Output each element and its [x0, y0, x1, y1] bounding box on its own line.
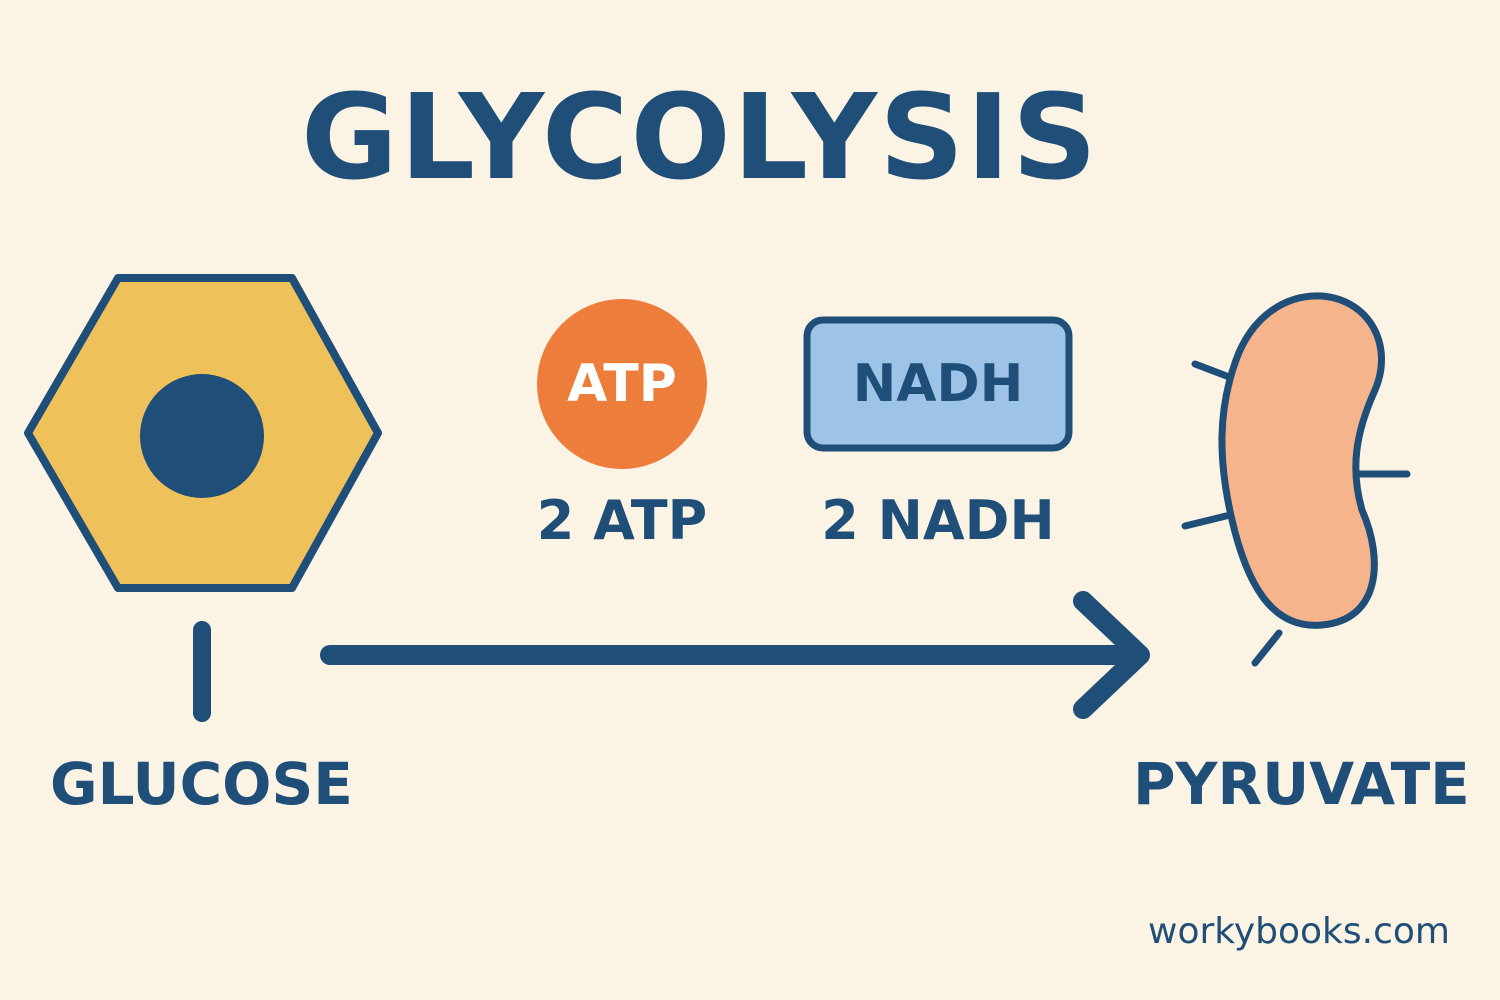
atp-badge-label: ATP	[567, 354, 677, 414]
atp-badge-icon	[537, 299, 707, 469]
atp-count-label: 2 ATP	[536, 489, 708, 552]
reaction-arrow-icon	[320, 591, 1150, 719]
pyruvate-bean-icon	[1181, 292, 1411, 667]
nadh-box-icon	[803, 316, 1073, 452]
diagram-title: GLYCOLYSIS	[301, 68, 1099, 206]
glucose-label: GLUCOSE	[50, 750, 353, 818]
nadh-box-label: NADH	[852, 354, 1024, 414]
nadh-count-label: 2 NADH	[821, 489, 1055, 552]
website-credit: workybooks.com	[1148, 911, 1450, 952]
glucose-center-dot	[140, 374, 264, 498]
pyruvate-label: PYRUVATE	[1133, 750, 1470, 818]
